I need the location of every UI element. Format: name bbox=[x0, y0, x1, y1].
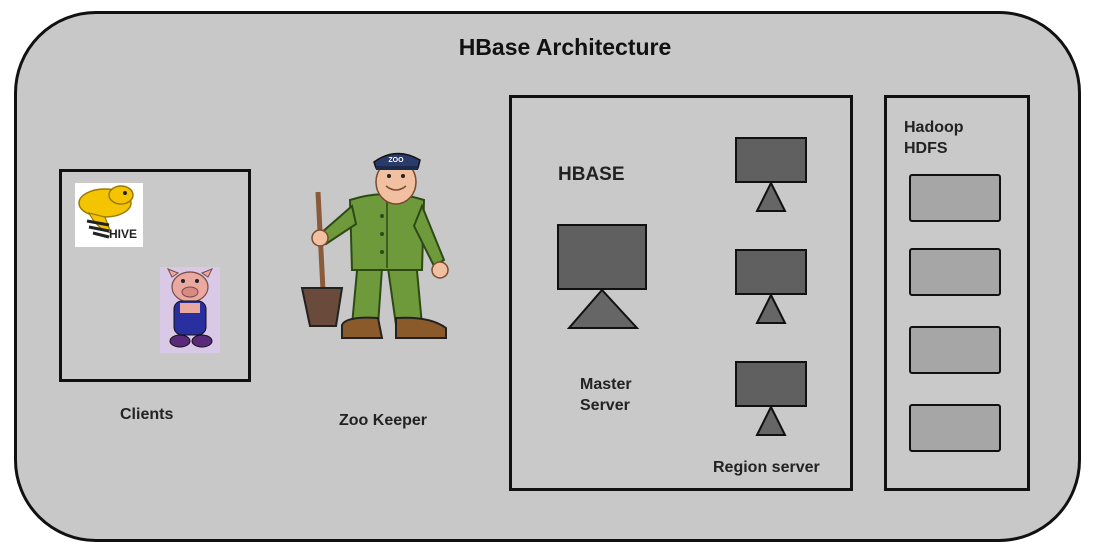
diagram-title: HBase Architecture bbox=[458, 34, 672, 60]
zookeeper-figure: ZOO bbox=[300, 152, 449, 339]
hdfs-block bbox=[909, 248, 1001, 296]
master-server-label-line1: Master bbox=[580, 376, 632, 393]
hive-logo: HIVE bbox=[75, 183, 143, 247]
hdfs-block bbox=[909, 174, 1001, 222]
hdfs-label: Hadoop HDFS bbox=[904, 117, 964, 159]
zookeeper-cap-text: ZOO bbox=[388, 157, 404, 164]
region-server-icon-1 bbox=[735, 137, 807, 212]
hdfs-label-line1: Hadoop bbox=[904, 119, 964, 136]
master-server-label-line2: Server bbox=[580, 397, 630, 414]
hdfs-label-line2: HDFS bbox=[904, 140, 948, 157]
master-server-icon bbox=[557, 224, 647, 329]
region-server-icon-2 bbox=[735, 249, 807, 324]
pig-icon bbox=[166, 268, 214, 348]
hbase-label: HBASE bbox=[558, 164, 625, 185]
pig-logo bbox=[160, 267, 220, 353]
hive-logo-text: HIVE bbox=[109, 227, 138, 241]
hdfs-block bbox=[909, 404, 1001, 452]
clients-label: Clients bbox=[120, 406, 174, 423]
region-server-label: Region server bbox=[713, 459, 820, 476]
hive-bee-icon bbox=[78, 185, 134, 239]
hdfs-block bbox=[909, 326, 1001, 374]
zookeeper-label: Zoo Keeper bbox=[339, 412, 428, 429]
region-server-icon-3 bbox=[735, 361, 807, 436]
master-server-label: Master Server bbox=[580, 374, 632, 416]
